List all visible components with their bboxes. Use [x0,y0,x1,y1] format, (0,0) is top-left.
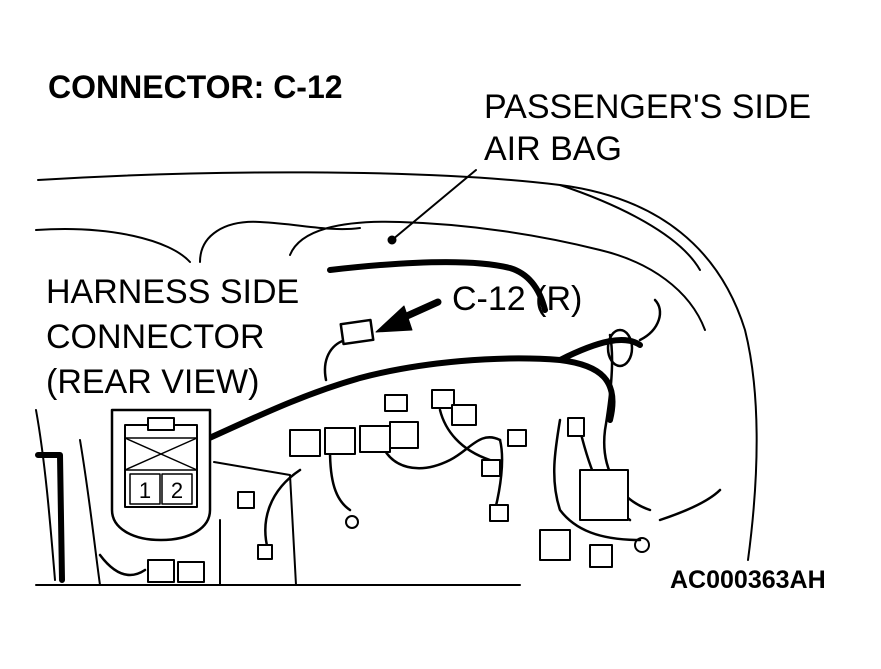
dashboard-outline [35,171,758,586]
grommet [606,328,634,368]
harness-label-line-1: HARNESS SIDE [46,273,300,311]
c12-connector [339,318,375,346]
airbag-leader-line [391,169,477,241]
airbag-leader-dot [387,235,397,245]
connector-title: CONNECTOR: C-12 [48,69,343,105]
airbag-label: PASSENGER'S SIDE AIR BAG [484,86,811,170]
figure-code: AC000363AH [670,566,826,594]
connector-blocks [147,389,629,583]
c12-connector-label: C-12 (R) [452,280,583,318]
c12-arrow [375,298,442,333]
harness-label-line-2: CONNECTOR [46,318,265,356]
ground-terminal-1 [345,515,359,529]
harness-label-line-3: (REAR VIEW) [46,363,260,401]
harness-label: HARNESS SIDE CONNECTOR (REAR VIEW) [46,270,299,405]
airbag-label-line-1: PASSENGER'S SIDE [484,88,812,126]
pin-2-label: 2 [171,478,183,503]
airbag-label-line-2: AIR BAG [484,130,622,168]
pin-1-label: 1 [139,478,151,503]
harness-connector-rear-view: 1 2 [110,408,212,542]
ground-terminal-2 [634,537,650,553]
